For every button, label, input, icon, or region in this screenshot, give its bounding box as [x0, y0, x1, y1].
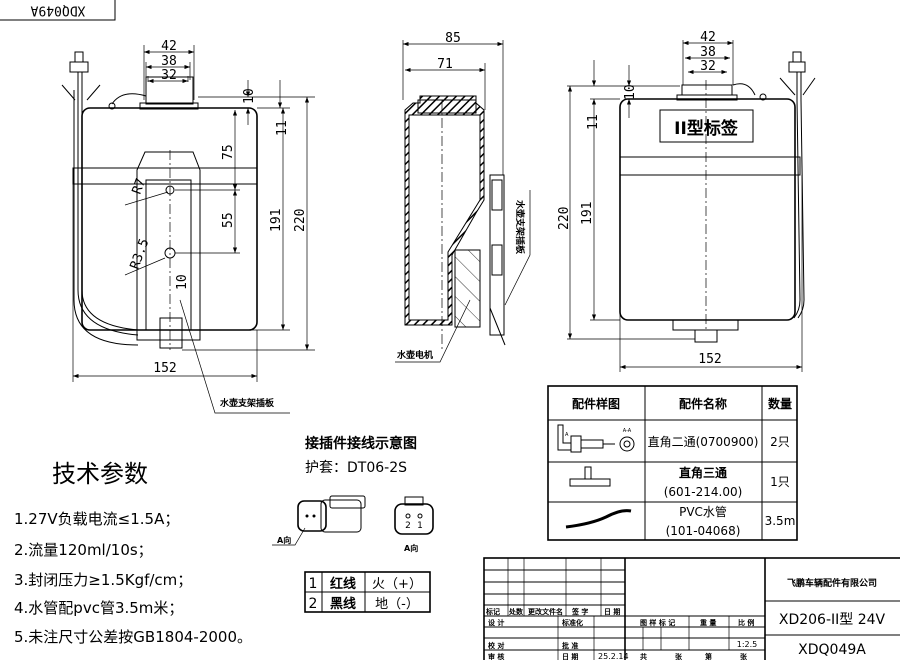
wire-pin-1: 1 [309, 576, 318, 592]
wire-function-1: 火（+） [372, 577, 422, 592]
dim-191-rear: 191 [580, 202, 595, 225]
review-label: 审 核 [488, 652, 504, 660]
stamp-text: XDQ049A [30, 3, 85, 18]
dim-55: 55 [221, 212, 236, 228]
rear-view: II型标签 42 38 32 220 191 11 10 152 [557, 30, 816, 372]
rev-header-file: 更改文件名 [528, 607, 563, 616]
design-label: 设 计 [488, 618, 504, 627]
sheet-label-2: 张 [740, 652, 748, 660]
connector-housing: 护套：DT06-2S [305, 460, 407, 476]
weight-label: 重 量 [700, 618, 716, 627]
page-label: 第 [705, 652, 712, 660]
dim-10-top: 10 [242, 88, 257, 104]
callout-motor: 水壶电机 [397, 349, 433, 361]
part-code-2: (601-214.00) [664, 485, 743, 499]
wire-color-1: 红线 [330, 576, 356, 592]
date-label: 日 期 [562, 652, 578, 660]
dim-152-rear: 152 [698, 352, 721, 367]
scale-value: 1:2.5 [737, 640, 758, 649]
tech-param-3: 3.封闭压力≥1.5Kgf/cm； [14, 571, 192, 589]
tech-param-5: 5.未注尺寸公差按GB1804-2000。 [14, 628, 252, 646]
connector-title: 接插件接线示意图 [305, 435, 417, 452]
connector-diagram: 接插件接线示意图 护套：DT06-2S A向 2 1 A向 1 红线 火（+） [272, 435, 434, 613]
rev-header-mark: 标记 [485, 607, 500, 616]
pin-label-1: 1 [417, 521, 423, 531]
part-name-3: PVC水管 [679, 504, 727, 519]
part-code-3: (101-04068) [666, 524, 741, 538]
dim-42-rear: 42 [700, 30, 716, 45]
tech-param-4: 4.水管配pvc管3.5m米； [14, 599, 183, 617]
dim-38-rear: 38 [700, 45, 716, 60]
part-name-1: 直角二通(0700900) [648, 435, 759, 449]
approve-label: 批 准 [562, 641, 578, 650]
scale-label: 比 例 [738, 618, 754, 627]
dim-11: 11 [275, 120, 290, 136]
side-view: 85 71 水壶电机 水壶支架插板 [395, 31, 531, 363]
dim-10: 10 [175, 274, 190, 290]
drawing-mark-label: 图 样 标 记 [640, 618, 675, 627]
wire-function-2: 地（-） [375, 597, 419, 612]
dim-38: 38 [161, 54, 177, 69]
view-label-a: A向 [277, 535, 291, 545]
rev-header-sign: 签 字 [571, 607, 588, 616]
dim-220-rear: 220 [557, 207, 572, 230]
rev-header-date: 日 期 [604, 607, 620, 616]
part-qty-3: 3.5m [765, 514, 796, 528]
dim-r3-5: R3.5 [128, 237, 153, 272]
dim-42: 42 [161, 39, 177, 54]
view-mark: A [565, 432, 569, 438]
part-name-2: 直角三通 [679, 465, 727, 480]
dim-220: 220 [293, 209, 308, 232]
callout-bracket-plate-side: 水壶支架插板 [514, 200, 526, 255]
dim-11-rear: 11 [586, 114, 601, 130]
dim-75: 75 [221, 144, 236, 160]
total-label: 共 [640, 652, 647, 660]
dim-32: 32 [161, 68, 177, 83]
elbow-fitting-icon: A-A A [557, 424, 635, 453]
tech-param-2: 2.流量120ml/10s； [14, 541, 153, 559]
dim-85: 85 [445, 31, 461, 46]
connector-side-icon: A向 [272, 495, 366, 546]
wiring-table: 1 红线 火（+） 2 黑线 地（-） [304, 571, 431, 613]
dim-71: 71 [437, 57, 453, 72]
pin-label-2: 2 [405, 521, 411, 531]
tech-params-title: 技术参数 [52, 460, 148, 488]
connector-face-icon: 2 1 A向 [394, 496, 434, 553]
tech-param-1: 1.27V负载电流≤1.5A； [14, 510, 179, 528]
view-label-b: A向 [404, 543, 418, 553]
dim-32-rear: 32 [700, 59, 716, 74]
rev-header-count: 处数 [508, 607, 524, 616]
dim-r7: R7 [130, 177, 149, 197]
header-sample: 配件样图 [572, 396, 620, 411]
tee-fitting-icon [569, 466, 611, 487]
wire-color-2: 黑线 [330, 596, 356, 612]
drawing-number-stamp: XDQ049A [0, 0, 116, 21]
company-name: 飞鹏车辆配件有限公司 [787, 577, 877, 589]
hose-icon [565, 509, 632, 529]
title-block: 标记 处数 更改文件名 签 字 日 期 设 计 标准化 校 对 批 准 审 核 … [483, 557, 900, 660]
parts-table: 配件样图 配件名称 数量 A-A A 直角二通(0700900) 2只 直角三通… [547, 385, 798, 541]
drawing-number: XDQ049A [798, 642, 866, 658]
front-view: R7 R3.5 10 42 38 32 10 11 191 220 75 55 … [61, 39, 315, 414]
check-label: 校 对 [488, 641, 504, 650]
label-plate-text: II型标签 [674, 118, 739, 139]
date-value: 25.2.14 [598, 652, 629, 660]
section-label: A-A [623, 428, 632, 434]
dim-191: 191 [269, 209, 284, 232]
part-qty-2: 1只 [770, 475, 790, 489]
dim-10-rear: 10 [623, 84, 638, 100]
standardization-label: 标准化 [561, 618, 583, 627]
callout-bracket-plate: 水壶支架插板 [220, 397, 275, 409]
product-model: XD206-II型 24V [779, 612, 886, 628]
tech-params: 技术参数 1.27V负载电流≤1.5A； 2.流量120ml/10s； 3.封闭… [14, 460, 252, 646]
wire-pin-2: 2 [309, 596, 318, 612]
header-qty: 数量 [768, 396, 792, 411]
part-qty-1: 2只 [770, 435, 790, 449]
header-name: 配件名称 [679, 396, 727, 411]
sheet-label: 张 [675, 652, 683, 660]
dim-152: 152 [153, 361, 176, 376]
